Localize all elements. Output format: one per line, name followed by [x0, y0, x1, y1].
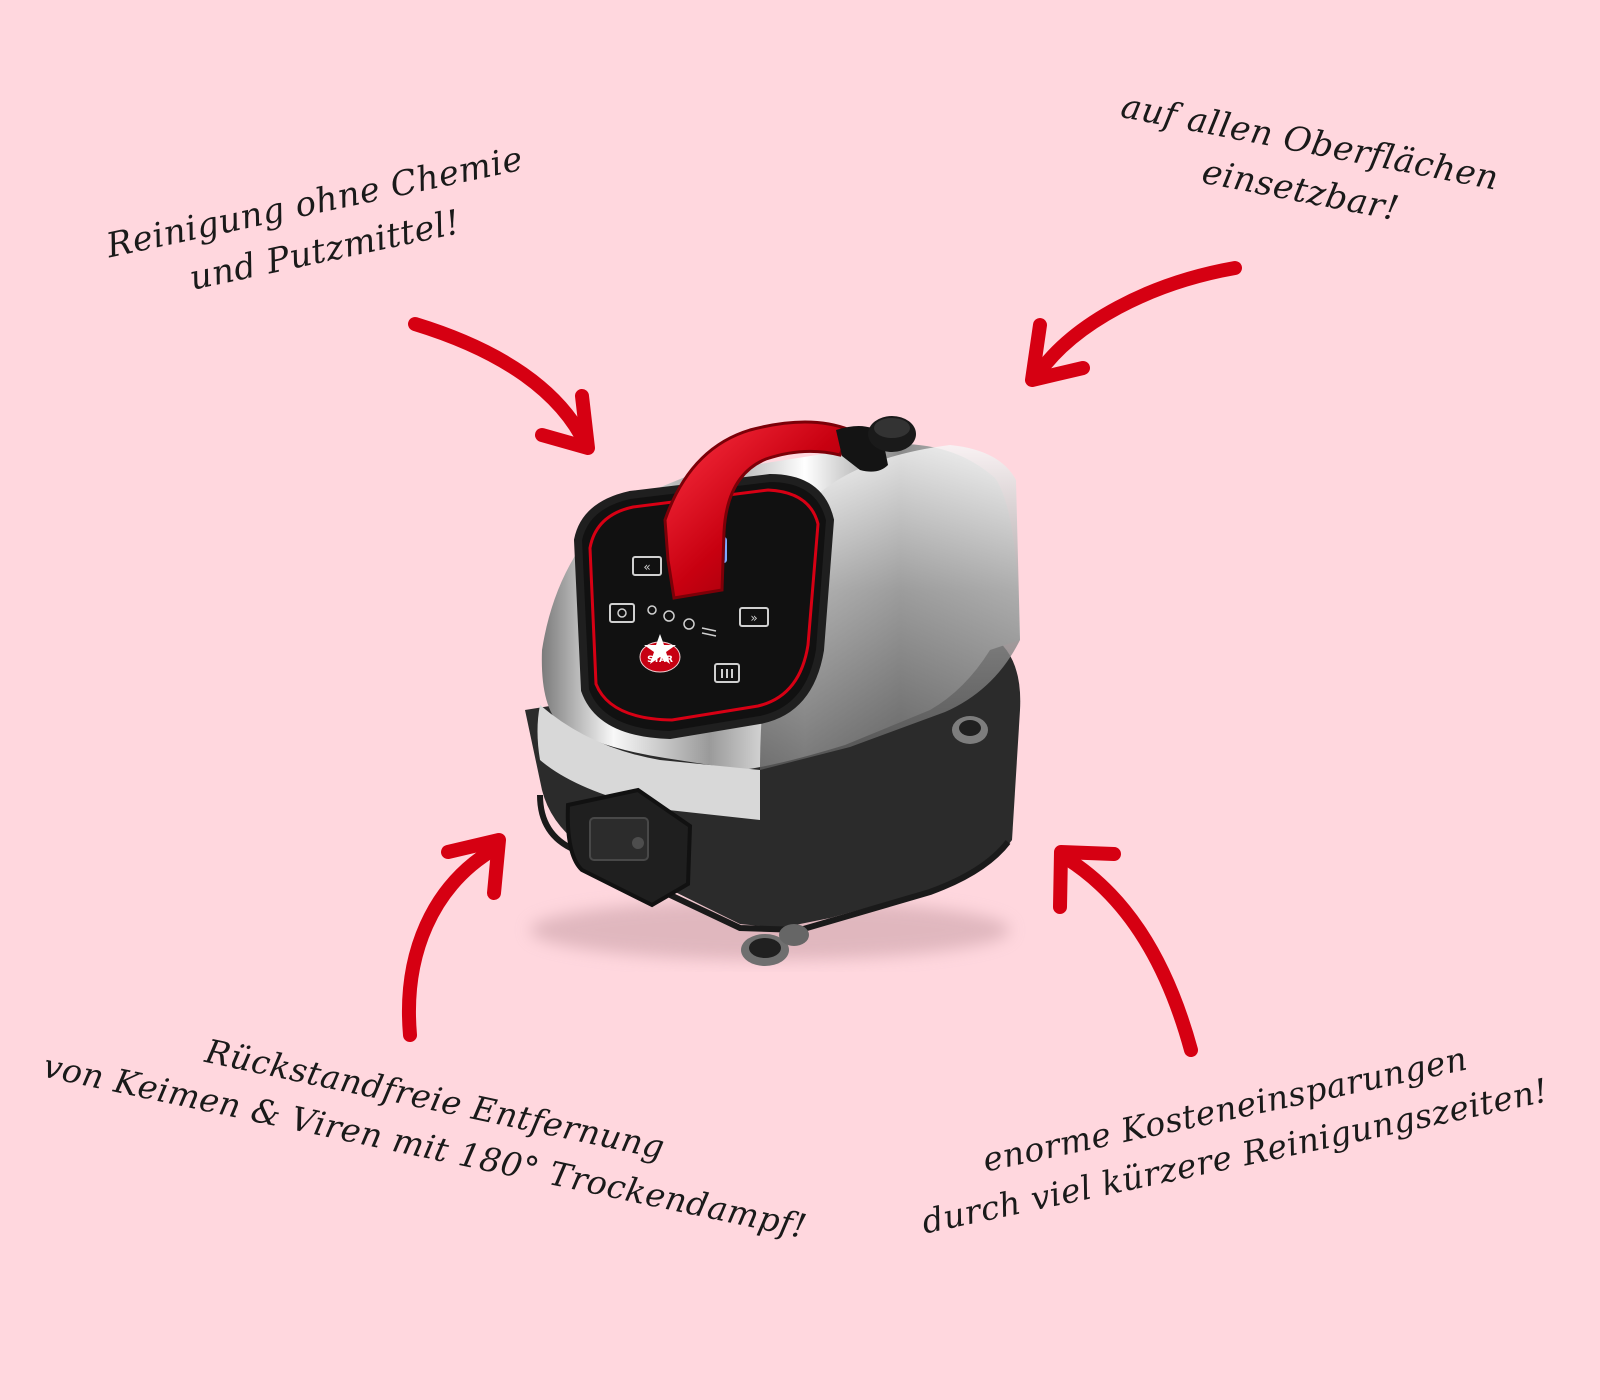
menu-icon — [714, 663, 740, 683]
svg-text:«: « — [643, 560, 650, 574]
arrow-top-left — [408, 317, 595, 455]
brand-logo-text: STAR — [647, 655, 673, 665]
arrow-bottom-right — [1053, 845, 1198, 1057]
steam-cleaner-product: 180 « » — [525, 416, 1021, 966]
star-logo-icon: STAR — [639, 634, 681, 673]
steam-mode-icon — [647, 605, 717, 637]
power-icon — [609, 603, 635, 623]
arrow-bottom-left — [402, 833, 506, 1042]
svg-text:»: » — [750, 611, 757, 625]
forward-icon: » — [739, 607, 769, 627]
rewind-icon: « — [632, 556, 662, 576]
arrow-top-right — [1025, 261, 1242, 387]
